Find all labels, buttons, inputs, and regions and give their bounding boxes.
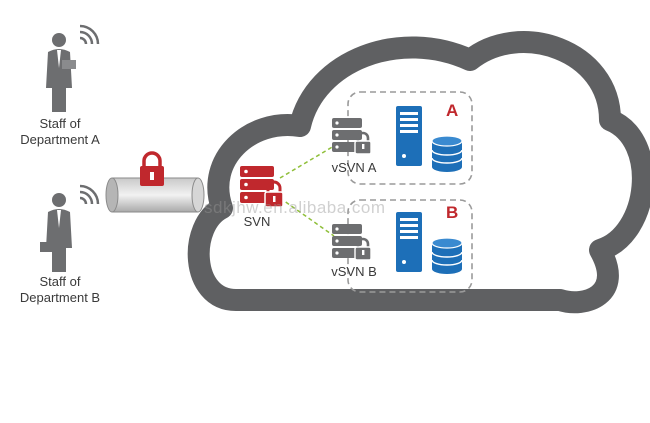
padlock-icon	[140, 151, 164, 186]
staff-b-line2: Department B	[19, 290, 101, 305]
staff-b-label: Staff of Department B	[12, 274, 108, 306]
database-icon	[431, 237, 463, 274]
vsvn-a-server-icon	[332, 118, 372, 155]
vsvn-a-label: vSVN A	[331, 160, 377, 175]
vsvn-b-label: vSVN B	[331, 264, 377, 279]
watermark: sdkjhw.en.alibaba.com	[204, 198, 386, 217]
database-icon	[431, 135, 463, 172]
link-line	[279, 145, 335, 179]
staff-a-line1: Staff of	[39, 116, 81, 131]
vsvn-b-box	[347, 199, 473, 293]
staff-b-line1: Staff of	[39, 274, 81, 289]
svn-server-icon	[240, 166, 284, 208]
staff-a-line2: Department A	[20, 132, 100, 147]
vsvn-a-box	[347, 91, 473, 185]
staff-a-label: Staff of Department A	[12, 116, 108, 148]
person-icon	[40, 184, 100, 272]
person-icon	[46, 24, 100, 112]
tower-server-icon	[396, 106, 422, 166]
box-a-letter: A	[446, 101, 459, 120]
vsvn-b-server-icon	[332, 224, 372, 261]
cloud-shape	[187, 31, 650, 314]
svn-label: SVN	[243, 214, 271, 229]
tower-server-icon	[396, 212, 422, 272]
box-b-letter: B	[446, 203, 459, 222]
